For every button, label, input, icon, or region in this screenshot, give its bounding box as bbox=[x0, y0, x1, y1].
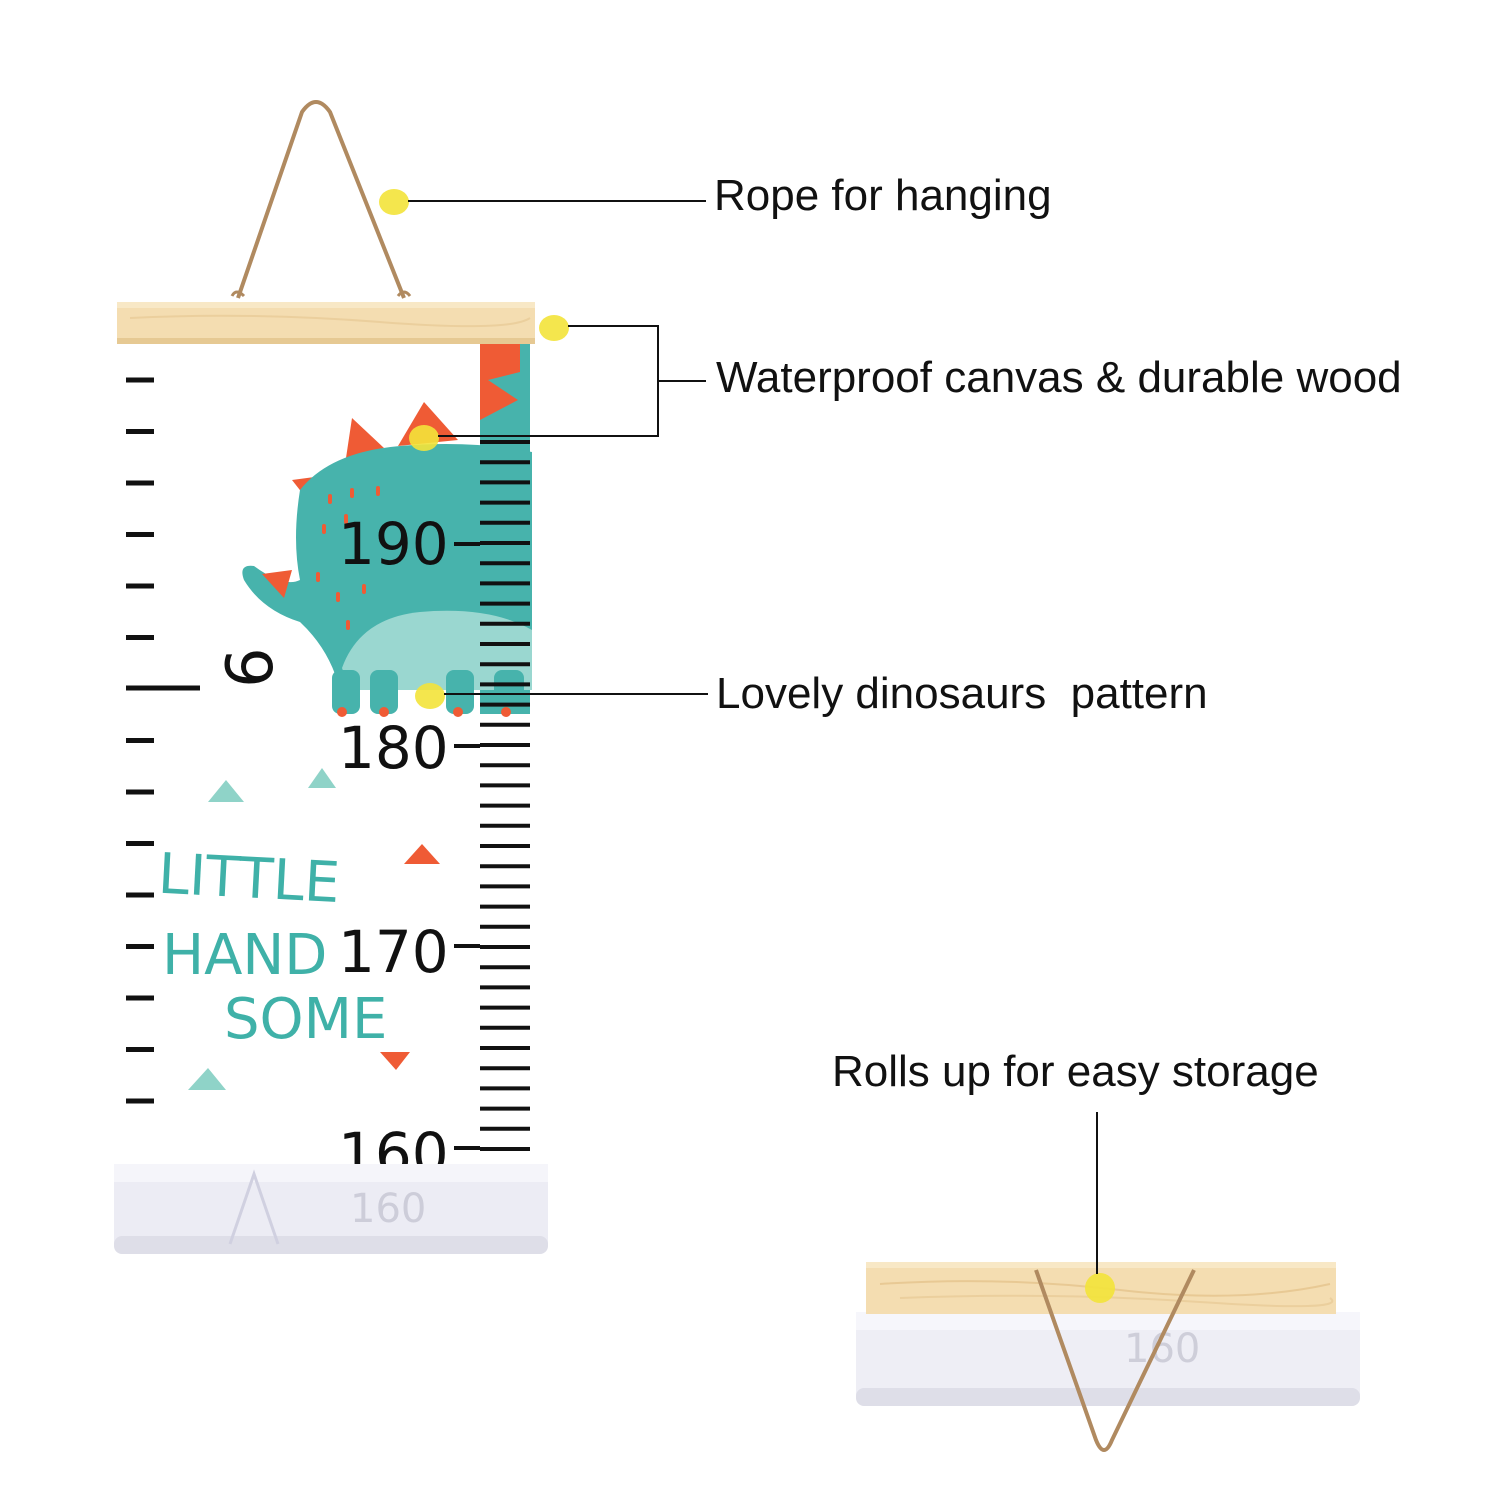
pattern-marker bbox=[415, 683, 445, 709]
phrase-line-1: LITTLE bbox=[156, 842, 341, 916]
canvas-marker bbox=[409, 425, 439, 451]
rope-marker bbox=[379, 189, 409, 215]
top-wood-bar bbox=[117, 302, 535, 344]
storage-marker bbox=[1085, 1273, 1115, 1303]
wood-marker bbox=[539, 315, 569, 341]
callout-storage: Rolls up for easy storage bbox=[832, 1047, 1319, 1096]
phrase-line-3: SOME bbox=[224, 987, 387, 1052]
decorative-triangles bbox=[188, 768, 440, 1090]
phrase-line-2: HAND bbox=[162, 923, 327, 988]
callout-lines bbox=[408, 200, 1098, 1274]
hanging-rope bbox=[230, 100, 412, 299]
left-scale-ticks bbox=[126, 377, 154, 1104]
roll-faint-print: 160 bbox=[350, 1186, 426, 1232]
bottom-roll: 160 bbox=[114, 1164, 548, 1254]
callout-markers bbox=[379, 189, 1115, 1303]
scale-number-180: 180 bbox=[338, 714, 449, 782]
callout-pattern: Lovely dinosaurs pattern bbox=[716, 669, 1208, 718]
ruler-canvas: LITTLE HAND SOME 190 180 170 160 6 bbox=[122, 344, 532, 1188]
scale-number-190: 190 bbox=[338, 510, 449, 578]
callout-material: Waterproof canvas & durable wood bbox=[716, 353, 1402, 402]
rolled-up-product: 160 bbox=[856, 1262, 1360, 1452]
callout-rope: Rope for hanging bbox=[714, 171, 1052, 220]
scale-number-170: 170 bbox=[338, 918, 449, 986]
scale-digit-rotated: 6 bbox=[214, 647, 288, 688]
right-scale-ticks bbox=[480, 440, 530, 1151]
